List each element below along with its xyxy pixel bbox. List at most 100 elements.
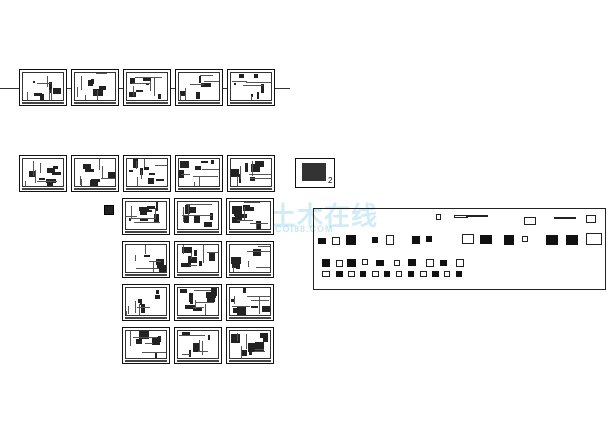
drawing-sheet-row-4-2[interactable]: [174, 241, 222, 278]
plan-wall: [233, 267, 234, 272]
detail-mini-10[interactable]: [432, 271, 439, 277]
drawing-sheet-row-6-3[interactable]: [226, 327, 274, 364]
drawing-sheet-row-3-3[interactable]: [226, 198, 274, 235]
plan-block: [232, 217, 240, 223]
drawing-sheet-row-1-5[interactable]: [227, 69, 275, 106]
detail-mini-3[interactable]: [348, 271, 355, 277]
plan-wall: [194, 182, 195, 186]
detail-mini-1[interactable]: [322, 271, 330, 277]
title-block: [125, 274, 167, 276]
plan-wall: [144, 159, 145, 167]
detail-elevation-1[interactable]: [436, 214, 441, 220]
title-block: [125, 317, 167, 319]
detail-elevation-4[interactable]: [524, 217, 536, 225]
detail-sub-1[interactable]: [322, 259, 330, 267]
detail-mini-9[interactable]: [420, 271, 427, 277]
title-block: [177, 274, 219, 276]
drawing-sheet-row-3-1[interactable]: [122, 198, 170, 235]
drawing-sheet-row-1-1[interactable]: [19, 69, 67, 106]
detail-elevation-3[interactable]: [466, 215, 488, 217]
detail-item-9[interactable]: [480, 235, 492, 244]
detail-item-11[interactable]: [522, 236, 528, 242]
plan-wall: [181, 174, 190, 175]
drawing-sheet-row-2-3[interactable]: [123, 155, 171, 192]
thumbnail-small-sheet[interactable]: [104, 205, 114, 215]
plan-wall: [137, 307, 150, 308]
drawing-sheet-row-5-2[interactable]: [174, 284, 222, 321]
detail-item-14[interactable]: [586, 233, 602, 245]
title-block: [178, 102, 220, 104]
drawing-sheet-row-3-2[interactable]: [174, 198, 222, 235]
detail-sub-10[interactable]: [456, 259, 464, 267]
plan-block: [40, 94, 44, 100]
title-block: [230, 188, 272, 190]
detail-sub-7[interactable]: [408, 259, 416, 266]
plan-block: [90, 180, 98, 186]
plan-wall: [35, 170, 36, 183]
drawing-sheet-row-1-3[interactable]: [123, 69, 171, 106]
key-plan-sheet[interactable]: 2: [295, 158, 335, 188]
drawing-sheet-row-2-2[interactable]: [71, 155, 119, 192]
sheet-frame: [229, 244, 271, 273]
detail-sub-9[interactable]: [440, 260, 447, 266]
detail-mini-6[interactable]: [384, 271, 390, 277]
detail-sub-8[interactable]: [426, 259, 434, 267]
detail-item-2[interactable]: [332, 237, 340, 245]
plan-wall: [182, 354, 190, 355]
detail-mini-12[interactable]: [456, 271, 462, 277]
detail-item-13[interactable]: [566, 235, 578, 245]
plan-wall: [126, 311, 127, 315]
plan-wall: [247, 296, 270, 297]
drawing-sheet-row-6-2[interactable]: [174, 327, 222, 364]
plan-wall: [244, 207, 245, 221]
detail-elevation-6[interactable]: [586, 215, 596, 223]
drawing-sheet-row-2-5[interactable]: [227, 155, 275, 192]
detail-item-4[interactable]: [372, 237, 378, 243]
sheet-frame: [22, 72, 64, 101]
detail-mini-7[interactable]: [396, 271, 402, 277]
detail-mini-11[interactable]: [444, 271, 450, 277]
detail-drawings-panel[interactable]: [313, 208, 606, 290]
detail-item-8[interactable]: [462, 234, 474, 244]
drawing-sheet-row-1-2[interactable]: [71, 69, 119, 106]
plan-wall: [135, 301, 136, 313]
drawing-sheet-row-6-1[interactable]: [122, 327, 170, 364]
detail-sub-6[interactable]: [394, 260, 400, 266]
detail-mini-2[interactable]: [336, 271, 343, 277]
drawing-sheet-row-1-4[interactable]: [175, 69, 223, 106]
detail-item-7[interactable]: [426, 236, 432, 242]
detail-sub-4[interactable]: [362, 259, 368, 265]
plan-block: [243, 288, 246, 293]
plan-block: [140, 211, 147, 215]
plan-wall: [131, 206, 132, 218]
detail-sub-5[interactable]: [376, 260, 384, 266]
detail-item-12[interactable]: [546, 235, 558, 245]
drawing-sheet-row-2-4[interactable]: [175, 155, 223, 192]
plan-wall: [189, 265, 197, 266]
detail-mini-8[interactable]: [408, 271, 414, 277]
drawing-sheet-row-5-1[interactable]: [122, 284, 170, 321]
detail-sub-3[interactable]: [347, 259, 356, 267]
detail-item-3[interactable]: [346, 235, 356, 245]
detail-mini-4[interactable]: [360, 271, 366, 277]
detail-item-10[interactable]: [504, 235, 514, 245]
plan-wall: [96, 73, 107, 74]
plan-wall: [252, 161, 253, 176]
sheet-frame: [74, 158, 116, 187]
drawing-sheet-row-5-3[interactable]: [226, 284, 274, 321]
detail-item-1[interactable]: [318, 238, 326, 244]
detail-mini-5[interactable]: [372, 271, 379, 277]
plan-block: [88, 80, 93, 86]
drawing-sheet-row-4-1[interactable]: [122, 241, 170, 278]
plan-wall: [133, 86, 134, 96]
detail-item-6[interactable]: [412, 236, 420, 244]
plan-block: [189, 350, 191, 357]
plan-wall: [250, 223, 268, 224]
detail-elevation-5[interactable]: [554, 217, 576, 219]
drawing-sheet-row-4-3[interactable]: [226, 241, 274, 278]
drawing-sheet-row-2-1[interactable]: [19, 155, 67, 192]
plan-wall: [199, 340, 200, 351]
detail-item-5[interactable]: [386, 235, 394, 245]
detail-sub-2[interactable]: [336, 260, 343, 267]
